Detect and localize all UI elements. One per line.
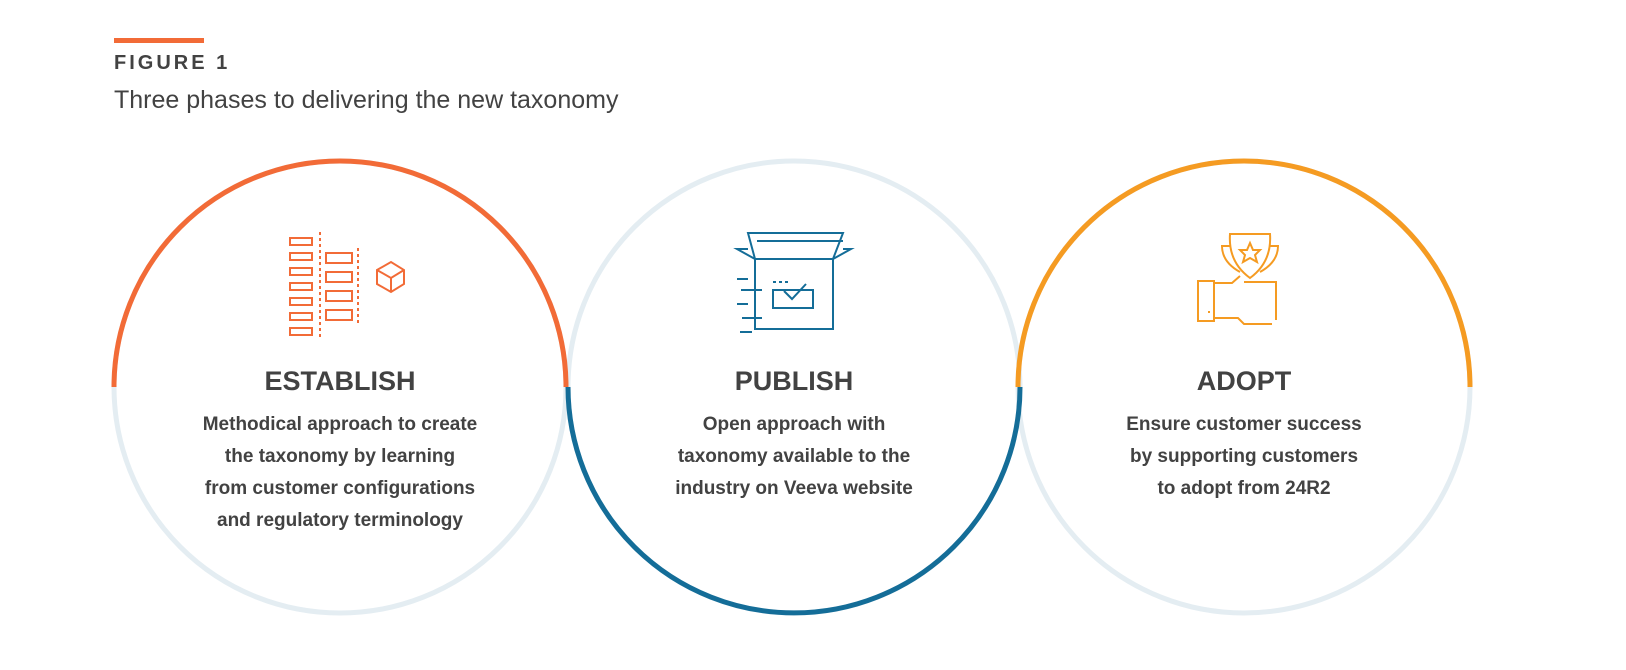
arc-publish xyxy=(565,386,1023,616)
description-line: Ensure customer success xyxy=(1126,414,1362,435)
phase-description: Open approach with taxonomy available to… xyxy=(594,409,994,505)
description-line: taxonomy available to the xyxy=(677,446,911,467)
phase-title: ADOPT xyxy=(1196,366,1292,396)
description-line: by supporting customers xyxy=(1129,446,1359,467)
description-line: industry on Veeva website xyxy=(675,478,913,499)
open-box-icon xyxy=(733,232,855,333)
accent-bar xyxy=(114,38,204,43)
trophy-hand-icon xyxy=(1197,233,1280,325)
phase-establish: ESTABLISH Methodical approach to create … xyxy=(140,366,540,537)
phase-publish: PUBLISH Open approach with taxonomy avai… xyxy=(594,366,994,505)
phase-adopt: ADOPT Ensure customer success by support… xyxy=(1044,366,1444,505)
figure-title: Three phases to delivering the new taxon… xyxy=(114,86,619,114)
figure-label: FIGURE 1 xyxy=(114,52,231,74)
description-line: and regulatory terminology xyxy=(217,510,463,531)
arc-establish xyxy=(111,158,569,388)
description-line: to adopt from 24R2 xyxy=(1157,478,1331,499)
description-line: Methodical approach to create xyxy=(202,414,478,435)
description-line: the taxonomy by learning xyxy=(224,446,456,467)
description-line: from customer configurations xyxy=(204,478,476,499)
taxonomy-structure-icon xyxy=(289,232,405,338)
description-line: Open approach with xyxy=(702,414,886,435)
phase-title: ESTABLISH xyxy=(264,366,416,396)
phase-description: Ensure customer success by supporting cu… xyxy=(1044,409,1444,505)
arc-adopt xyxy=(1015,158,1473,388)
phase-title: PUBLISH xyxy=(734,366,854,396)
phase-description: Methodical approach to create the taxono… xyxy=(140,409,540,537)
